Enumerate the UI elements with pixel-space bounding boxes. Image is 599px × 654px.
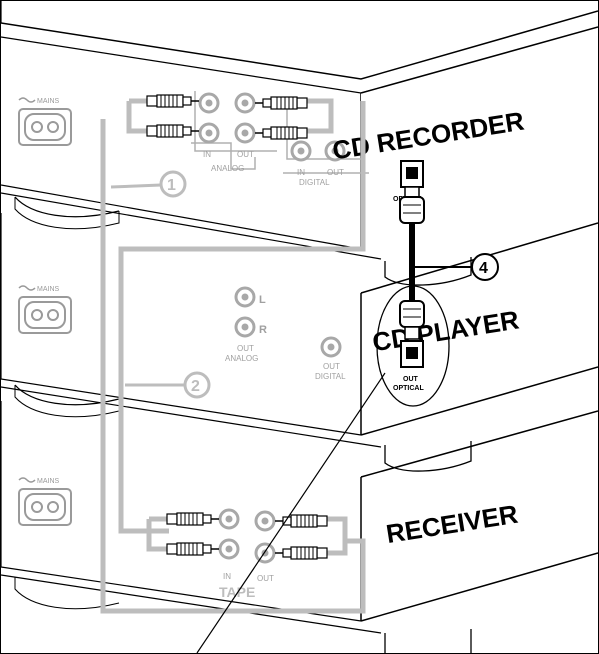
rca-plug-receiver-in-r <box>166 542 220 556</box>
rca-plug-receiver-in-l <box>166 512 220 526</box>
rca-plug-receiver-out-r <box>274 546 328 560</box>
cd-recorder-in-l-jack <box>198 92 220 114</box>
cd-player-digital-label: DIGITAL <box>315 372 346 381</box>
receiver-in-label: IN <box>223 572 231 581</box>
magnifier-out-label: OUT <box>403 376 419 383</box>
cd-recorder-in-label: IN <box>203 150 211 159</box>
callout-2-label: 2 <box>191 378 200 395</box>
rca-plug-recorder-in-l <box>146 94 200 108</box>
optical-plug-top <box>399 186 425 224</box>
receiver-out-label: OUT <box>257 574 274 583</box>
receiver-tape-label: TAPE <box>219 584 255 600</box>
callout-4: 4 <box>471 253 499 281</box>
cd-player-out-l-jack <box>234 286 256 308</box>
receiver-mains-label: MAINS <box>37 478 60 485</box>
cd-recorder-digital-in-jack <box>290 140 312 162</box>
cd-player-l-label: L <box>259 294 266 306</box>
callout-2: 2 <box>183 371 211 399</box>
cd-recorder-digital-out-label: OUT <box>327 168 344 177</box>
receiver-tape-in-r-jack <box>218 538 240 560</box>
cd-recorder-in-r-jack <box>198 122 220 144</box>
cd-recorder-mains-socket <box>18 108 72 146</box>
callout-1-label: 1 <box>167 177 176 194</box>
rca-plug-recorder-out-r <box>254 126 308 140</box>
receiver-mains-socket <box>18 488 72 526</box>
cd-player-out-r-jack <box>234 316 256 338</box>
cd-player-r-label: R <box>259 324 267 336</box>
magnifier-pointer-line <box>196 372 386 653</box>
cd-recorder-mains-label: MAINS <box>37 98 60 105</box>
cd-player-analog-label: ANALOG <box>225 354 258 363</box>
cd-recorder-digital-label: DIGITAL <box>299 178 330 187</box>
cd-player-out-label: OUT <box>237 344 254 353</box>
receiver-tape-in-l-jack <box>218 508 240 530</box>
cd-player-title: CD PLAYER <box>370 304 521 357</box>
cd-player-device <box>1 213 598 472</box>
rca-plug-recorder-in-r <box>146 124 200 138</box>
callout-1: 1 <box>159 170 187 198</box>
optical-plug-bottom <box>399 300 425 340</box>
cd-player-mains-socket <box>18 296 72 334</box>
cd-player-mains-label: MAINS <box>37 286 60 293</box>
cd-recorder-out-l-jack <box>234 92 256 114</box>
mains-tilde-icon <box>18 97 36 103</box>
receiver-tape-out-l-jack <box>254 510 276 532</box>
cd-player-digital-out-jack <box>320 336 342 358</box>
rca-plug-recorder-out-l <box>254 96 308 110</box>
cd-recorder-analog-label: ANALOG <box>211 164 244 173</box>
callout-4-label: 4 <box>479 260 488 277</box>
cd-recorder-out-r-jack <box>234 122 256 144</box>
receiver-title: RECEIVER <box>384 499 520 549</box>
cd-recorder-digital-in-label: IN <box>297 168 305 177</box>
cd-recorder-analog-frame <box>191 91 277 170</box>
cd-recorder-device <box>1 1 598 294</box>
receiver-tape-out-r-jack <box>254 542 276 564</box>
magnifier-optical-label: OPTICAL <box>393 385 424 392</box>
cd-player-digital-out-label: OUT <box>323 362 340 371</box>
magnifier-ellipse <box>376 285 450 407</box>
cable-1 <box>118 101 366 534</box>
cd-recorder-out-label: OUT <box>237 150 254 159</box>
